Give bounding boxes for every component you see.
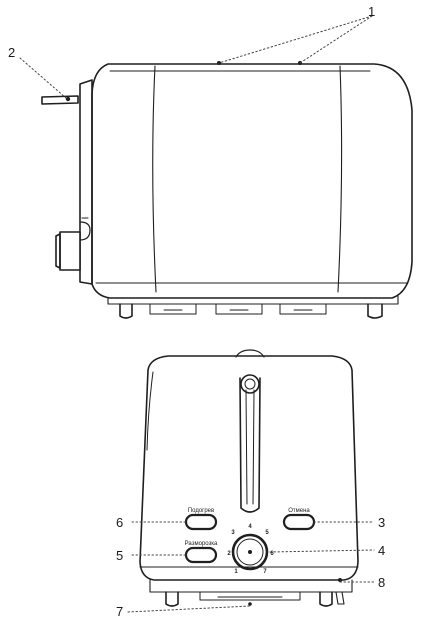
callout-3: 3	[378, 515, 386, 530]
cancel-label: Отмена	[288, 508, 310, 514]
cancel-button[interactable]	[282, 513, 316, 531]
dial-number-6: 6	[270, 551, 274, 557]
callout-1: 1	[368, 4, 376, 19]
defrost-label: Разморозка	[185, 541, 218, 547]
callout-7: 7	[116, 604, 124, 619]
browning-dial[interactable]	[231, 533, 269, 571]
toaster-front-view	[139, 349, 359, 607]
toaster-side-view	[41, 61, 413, 319]
callout-8: 8	[378, 575, 386, 590]
dial-number-7: 7	[263, 569, 267, 575]
lever-side	[41, 95, 79, 105]
callout-6: 6	[116, 515, 124, 530]
callout-5: 5	[116, 548, 124, 563]
defrost-button[interactable]	[184, 546, 218, 564]
reheat-button[interactable]	[184, 513, 218, 531]
reheat-label: Подогрев	[188, 508, 214, 514]
callout-4: 4	[378, 543, 386, 558]
leader-lines	[19, 15, 375, 613]
callout-2: 2	[8, 45, 16, 60]
dial-number-1: 1	[234, 569, 238, 575]
lever-slot	[239, 374, 261, 513]
dial-number-2: 2	[227, 551, 231, 557]
dial-number-3: 3	[231, 530, 235, 536]
dial-number-4: 4	[248, 524, 252, 530]
dial-number-5: 5	[265, 530, 269, 536]
